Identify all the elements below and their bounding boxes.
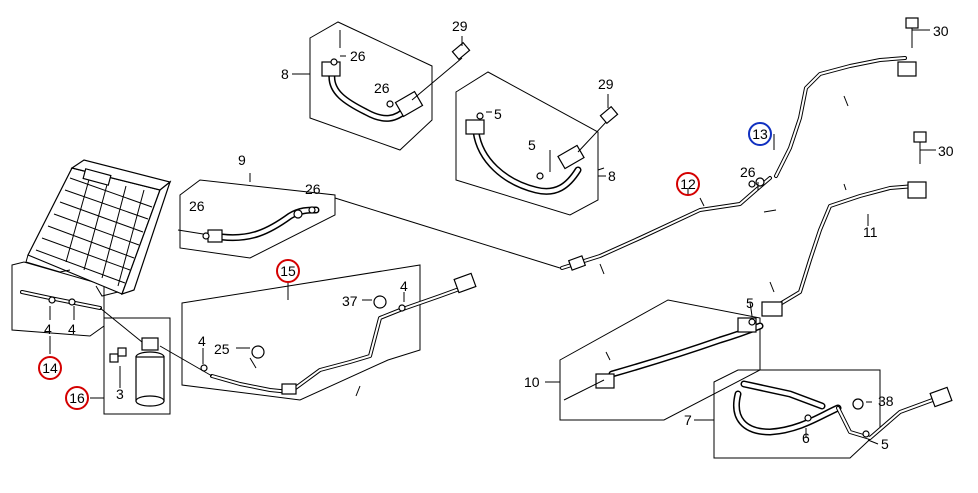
condenser-illustration [25,159,172,297]
callout-11: 11 [863,224,878,240]
callout-13-highlighted: 13 [748,122,772,146]
callout-12-highlighted: 12 [676,172,700,196]
callout-14-highlighted: 14 [38,356,62,380]
callout-4a: 4 [400,278,408,294]
svg-text:14: 14 [42,360,58,376]
callout-3: 3 [116,386,124,402]
callout-26e: 26 [740,164,756,180]
highlighted-callouts: 12 13 15 14 16 [38,122,772,410]
callout-4c: 4 [44,321,52,337]
callout-30b: 30 [938,143,954,159]
callout-30a: 30 [933,23,949,39]
callout-5a: 5 [494,106,502,122]
callout-4b: 4 [198,333,206,349]
hoses-and-pipes [20,17,953,440]
callout-leaders [49,29,936,445]
callout-labels: 30 30 29 29 26 26 26 26 26 8 8 9 5 5 5 5… [44,18,954,452]
callout-16-highlighted: 16 [65,386,89,410]
callout-29a: 29 [452,18,468,34]
callout-38: 38 [878,393,894,409]
callout-8a: 8 [281,66,289,82]
callout-29b: 29 [598,76,614,92]
callout-8b: 8 [608,168,616,184]
callout-25: 25 [214,341,230,357]
callout-5b: 5 [528,137,536,153]
group-outlines [11,21,881,459]
direction-arrows [249,95,849,397]
svg-text:16: 16 [69,390,85,406]
callout-26b: 26 [374,80,390,96]
callout-26c: 26 [189,198,205,214]
callout-5c: 5 [746,295,754,311]
svg-text:12: 12 [680,176,696,192]
svg-text:13: 13 [752,126,768,142]
callout-26a: 26 [350,48,366,64]
callout-10: 10 [524,374,540,390]
svg-text:15: 15 [280,263,296,279]
receiver-drier [109,337,165,407]
callout-4d: 4 [68,321,76,337]
callout-6: 6 [802,430,810,446]
callout-5d: 5 [881,436,889,452]
callout-7: 7 [684,412,692,428]
fittings [48,58,870,438]
callout-9: 9 [238,152,246,168]
callout-37: 37 [342,293,358,309]
callout-15-highlighted: 15 [276,259,300,283]
callout-26d: 26 [305,181,321,197]
